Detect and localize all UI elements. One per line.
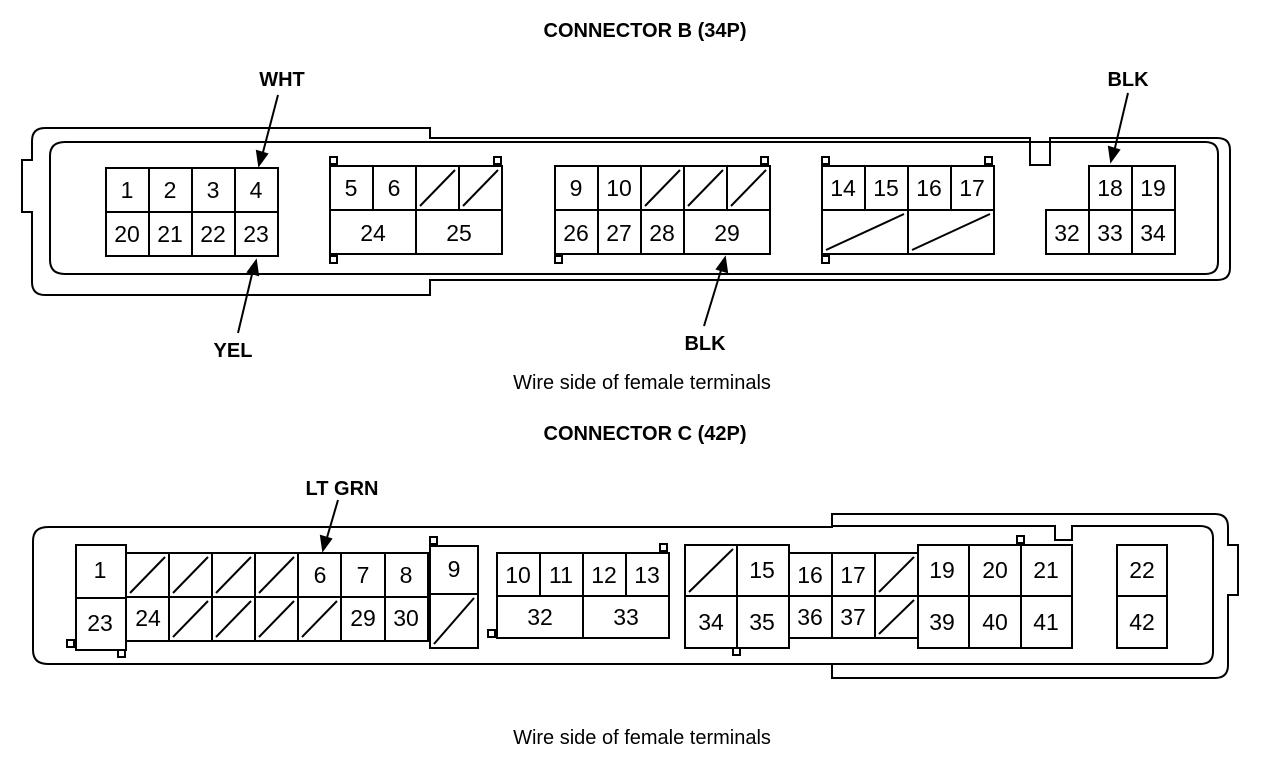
terminal-b-32: 32 <box>1054 220 1080 246</box>
terminal-c-41: 41 <box>1033 609 1059 635</box>
connector-b-group-2 <box>329 156 503 264</box>
terminal-c-10: 10 <box>505 562 531 588</box>
terminal-b-33: 33 <box>1097 220 1123 246</box>
connector-b-group-1 <box>105 167 279 257</box>
terminal-b-25: 25 <box>446 220 472 246</box>
terminal-b-22: 22 <box>200 221 226 247</box>
terminal-b-28: 28 <box>649 220 675 246</box>
connector-b-group-5 <box>1045 165 1176 255</box>
connector-c-leaders <box>319 499 339 553</box>
connector-c-group-8 <box>1116 544 1168 649</box>
wire-color-blk-29: BLK <box>684 333 726 355</box>
connector-b-leaders <box>237 92 1129 334</box>
connector-b-group-4 <box>821 156 995 264</box>
connector-c-group-7 <box>917 535 1073 649</box>
terminal-b-20: 20 <box>114 221 140 247</box>
terminal-c-32: 32 <box>527 604 553 630</box>
connector-b-caption: Wire side of female terminals <box>513 372 771 394</box>
terminal-c-24: 24 <box>135 605 161 631</box>
terminal-b-2: 2 <box>164 177 177 203</box>
terminal-c-35: 35 <box>749 609 775 635</box>
connector-c-group-2 <box>125 552 429 642</box>
terminal-b-24: 24 <box>360 220 386 246</box>
terminal-b-27: 27 <box>606 220 632 246</box>
terminal-b-9: 9 <box>570 175 583 201</box>
terminal-c-40: 40 <box>982 609 1008 635</box>
terminal-b-16: 16 <box>916 175 942 201</box>
terminal-c-12: 12 <box>591 562 617 588</box>
connector-c-title: CONNECTOR C (42P) <box>544 423 747 445</box>
terminal-c-21: 21 <box>1033 557 1059 583</box>
connector-c-group-4 <box>487 543 670 639</box>
terminal-b-26: 26 <box>563 220 589 246</box>
terminal-b-5: 5 <box>345 175 358 201</box>
terminal-c-17: 17 <box>840 562 866 588</box>
terminal-c-33: 33 <box>613 604 639 630</box>
terminal-b-6: 6 <box>388 175 401 201</box>
connector-b-group-3 <box>554 156 771 264</box>
terminal-c-37: 37 <box>840 604 866 630</box>
terminal-b-3: 3 <box>207 177 220 203</box>
terminal-c-23: 23 <box>87 610 113 636</box>
terminal-b-1: 1 <box>121 177 134 203</box>
wire-color-blk-18: BLK <box>1107 69 1149 91</box>
connector-b-title: CONNECTOR B (34P) <box>544 20 747 42</box>
terminal-c-13: 13 <box>634 562 660 588</box>
connector-c-caption: Wire side of female terminals <box>513 727 771 749</box>
terminal-c-1: 1 <box>94 557 107 583</box>
wire-color-yel: YEL <box>214 340 253 362</box>
terminal-c-22: 22 <box>1129 557 1155 583</box>
terminal-c-30: 30 <box>393 605 419 631</box>
connector-c-housing <box>32 513 1239 679</box>
connector-c-group-3 <box>429 536 479 649</box>
terminal-c-11: 11 <box>549 562 573 588</box>
terminal-c-20: 20 <box>982 557 1008 583</box>
terminal-b-34: 34 <box>1140 220 1166 246</box>
wire-color-lt-grn: LT GRN <box>306 478 379 500</box>
terminal-b-10: 10 <box>606 175 632 201</box>
wire-color-wht: WHT <box>259 69 305 91</box>
connector-b-housing <box>21 127 1231 296</box>
terminal-b-21: 21 <box>157 221 183 247</box>
terminal-c-15: 15 <box>749 557 775 583</box>
terminal-c-16: 16 <box>797 562 823 588</box>
terminal-b-14: 14 <box>830 175 856 201</box>
terminal-b-19: 19 <box>1140 175 1166 201</box>
terminal-c-29: 29 <box>350 605 376 631</box>
terminal-c-36: 36 <box>797 604 823 630</box>
terminal-c-39: 39 <box>929 609 955 635</box>
terminal-c-34: 34 <box>698 609 724 635</box>
terminal-c-6: 6 <box>314 562 327 588</box>
terminal-b-29: 29 <box>714 220 740 246</box>
terminal-c-7: 7 <box>357 562 370 588</box>
terminal-b-23: 23 <box>243 221 269 247</box>
terminal-c-9: 9 <box>448 556 461 582</box>
terminal-b-4: 4 <box>250 177 263 203</box>
terminal-c-42: 42 <box>1129 609 1155 635</box>
terminal-b-17: 17 <box>959 175 985 201</box>
terminal-b-15: 15 <box>873 175 899 201</box>
terminal-c-19: 19 <box>929 557 955 583</box>
terminal-b-18: 18 <box>1097 175 1123 201</box>
terminal-c-8: 8 <box>400 562 413 588</box>
